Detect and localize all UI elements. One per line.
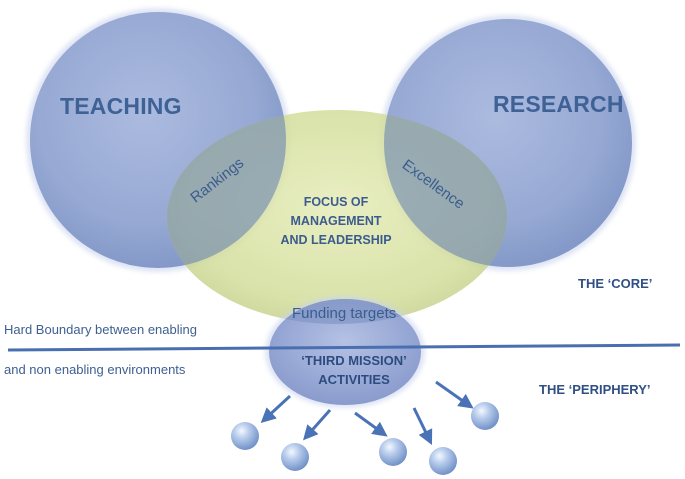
core-label: THE ‘CORE’	[578, 276, 653, 291]
boundary-note-line-1: Hard Boundary between enabling	[4, 322, 197, 337]
third-mission-label: ‘THIRD MISSION’ ACTIVITIES	[289, 351, 419, 389]
focus-line-1: FOCUS OF	[303, 195, 369, 209]
focus-label: FOCUS OF MANAGEMENT AND LEADERSHIP	[261, 193, 411, 250]
third-mission-line-2: ACTIVITIES	[318, 372, 390, 387]
funding-targets-label: Funding targets	[292, 305, 397, 322]
boundary-note-line-2: and non enabling environments	[4, 362, 186, 377]
ball-1	[231, 422, 259, 450]
periphery-arrows	[260, 380, 474, 446]
excellence-overlap	[384, 110, 507, 267]
ball-3	[379, 438, 407, 466]
arrow-3	[354, 411, 388, 437]
arrow-5	[435, 380, 474, 409]
third-mission-line-1: ‘THIRD MISSION’	[301, 353, 407, 368]
boundary-line	[7, 343, 681, 352]
arrow-2	[303, 409, 332, 441]
rankings-overlap	[167, 110, 286, 268]
ball-4	[429, 447, 457, 475]
ball-5	[471, 402, 499, 430]
periphery-label: THE ‘PERIPHERY’	[539, 382, 651, 397]
focus-line-3: AND LEADERSHIP	[280, 233, 392, 247]
ball-2	[281, 443, 309, 471]
third-mission-circle	[269, 299, 421, 405]
research-label: RESEARCH	[493, 91, 624, 117]
periphery-balls	[231, 402, 499, 475]
arrow-1	[260, 394, 292, 424]
teaching-label: TEACHING	[60, 93, 182, 119]
arrow-4	[412, 407, 433, 446]
focus-line-2: MANAGEMENT	[290, 214, 382, 228]
